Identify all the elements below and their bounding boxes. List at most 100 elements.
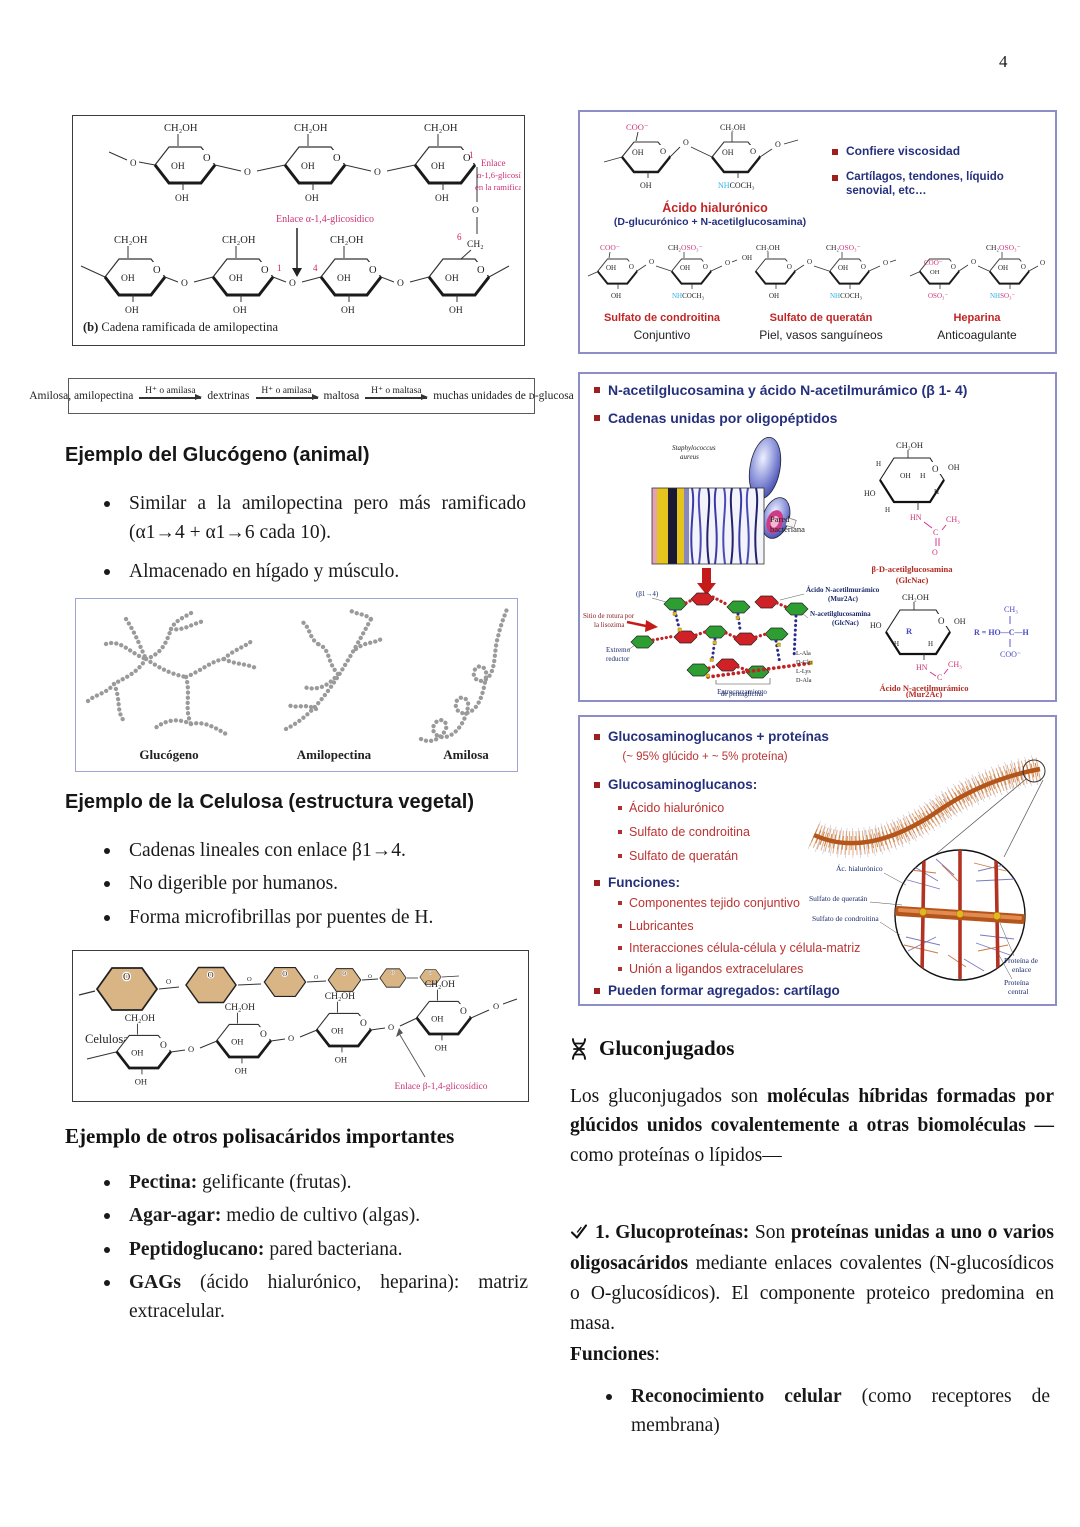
arrow-right-icon	[255, 392, 319, 402]
amylopectin-structure-drawing: CH₂OH O OH OH O OH OH	[80, 121, 538, 334]
slide-bullet: Cadenas unidas por oligopéptidos	[594, 410, 1034, 428]
square-bullet-icon	[832, 175, 838, 181]
svg-text:(Mur2Ac): (Mur2Ac)	[828, 595, 859, 603]
svg-text:CH₃: CH₃	[948, 660, 962, 669]
square-bullet-icon	[618, 806, 622, 810]
svg-text:4: 4	[313, 263, 318, 273]
cellulose-bullet-list: Cadenas lineales con enlace β1→4. No dig…	[96, 836, 526, 936]
svg-text:O: O	[775, 140, 781, 149]
svg-text:de pentaglicina: de pentaglicina	[721, 690, 764, 698]
function-list-item: Interacciones célula-célula y célula-mat…	[618, 941, 948, 956]
square-bullet-icon	[618, 854, 622, 858]
function-list-item: Componentes tejido conjuntivo	[618, 896, 938, 911]
mur2ac-mesh-label: Ácido N-acetilmurámico	[806, 586, 880, 594]
gluconjugados-paragraph: Los gluconjugados son moléculas híbridas…	[570, 1085, 1054, 1167]
svg-text:OH: OH	[611, 292, 621, 300]
svg-text:O: O	[288, 1033, 294, 1043]
svg-text:CH₂OH: CH₂OH	[756, 243, 780, 252]
square-bullet-icon	[618, 946, 622, 950]
svg-text:OH: OH	[680, 264, 690, 272]
figure-cellulose: O O O O O Celulosa O O	[72, 950, 529, 1102]
list-item: Pectina: gelificante (frutas).	[96, 1168, 528, 1197]
function-list-item: Lubricantes	[618, 919, 938, 934]
svg-text:COO⁻: COO⁻	[600, 243, 620, 252]
svg-text:C: C	[933, 528, 938, 537]
svg-text:OH: OH	[948, 463, 960, 472]
glycoproteins-paragraph: 1. Glucoproteínas: Son proteínas unidas …	[570, 1220, 1054, 1334]
svg-text:O: O	[244, 168, 251, 178]
structure-heparin: COO⁻ OH OSO₃⁻ O CH₂OSO₃⁻ OH NHSO₃⁻ O Hep…	[906, 240, 1048, 342]
svg-text:O: O	[932, 548, 938, 557]
svg-text:bacteriana: bacteriana	[770, 524, 805, 534]
svg-text:H: H	[876, 460, 881, 468]
hyaluronic-acid-formula: (D-glucurónico + N-acetilglucosamina)	[613, 216, 807, 228]
svg-text:NHCOCH₃: NHCOCH₃	[672, 292, 705, 300]
svg-text:L-Lys: L-Lys	[796, 668, 811, 675]
dna-icon	[572, 1037, 586, 1060]
svg-text:HO: HO	[864, 489, 876, 498]
svg-text:O: O	[374, 168, 381, 178]
svg-text:OH: OH	[769, 292, 779, 300]
square-bullet-icon	[594, 734, 600, 740]
svg-text:D-Glu: D-Glu	[796, 659, 812, 666]
label-amylopectin: Amilopectina	[297, 747, 372, 762]
beta-link-label: (β1→4)	[636, 590, 659, 598]
functions-list: Reconocimiento celular (como receptores …	[598, 1382, 1050, 1441]
pentaglycine-label: Entrecruzamiento	[717, 688, 767, 696]
svg-text:(GlcNac): (GlcNac)	[832, 619, 859, 627]
cell-wall-label: Pared	[770, 514, 790, 524]
svg-text:CH₃: CH₃	[1004, 605, 1018, 614]
svg-text:O: O	[938, 616, 945, 626]
mur2ac-caption: Ácido N-acetilmurámico	[880, 683, 969, 693]
svg-text:en la ramificación: en la ramificación	[475, 182, 521, 192]
reducing-end-label: Extremo	[606, 646, 631, 654]
list-item: GAGs (ácido hialurónico, heparina): matr…	[96, 1268, 528, 1327]
chains-drawing: Glucógeno Amilopectina Amilosa	[85, 606, 510, 762]
proteoglycan-aggregate-drawing: Ác. hialurónico Sulfato de queratán Sulf…	[808, 754, 1046, 996]
proteoglycan-ratio: (~ 95% glúcido + ~ 5% proteína)	[622, 751, 788, 763]
svg-text:COO⁻: COO⁻	[1000, 650, 1021, 659]
svg-text:O: O	[1040, 259, 1045, 267]
svg-text:HN: HN	[910, 513, 922, 522]
lysozyme-site-label: Sitio de rotura por	[583, 612, 635, 620]
hyaluronic-acid-name: Ácido hialurónico	[662, 201, 768, 215]
check-icon	[570, 1220, 588, 1250]
heading-glycogen: Ejemplo del Glucógeno (animal)	[65, 444, 370, 466]
svg-text:OH: OH	[954, 617, 966, 626]
svg-text:CH₂OSO₃⁻: CH₂OSO₃⁻	[986, 243, 1021, 252]
flow-maltose: maltosa	[323, 390, 360, 402]
glcnac-mesh-label: N-acetilglucosamina	[810, 610, 871, 618]
flow-dextrins: dextrinas	[207, 390, 250, 402]
svg-text:O: O	[472, 206, 479, 216]
svg-text:H: H	[894, 640, 899, 648]
svg-text:OH: OH	[632, 148, 644, 157]
svg-text:O: O	[932, 464, 939, 474]
svg-text:O: O	[314, 975, 319, 981]
square-bullet-icon	[618, 901, 622, 905]
list-item: Almacenado en hígado y músculo.	[96, 557, 526, 586]
svg-text:reductor: reductor	[606, 655, 630, 663]
label-amylose: Amilosa	[443, 747, 489, 762]
r-group-definition: R = HO—C—H	[974, 628, 1030, 637]
square-bullet-icon	[594, 880, 600, 886]
list-item: Cadenas lineales con enlace β1→4.	[96, 836, 526, 865]
square-bullet-icon	[594, 988, 600, 994]
svg-text:D-Ala: D-Ala	[796, 677, 812, 684]
heading-other-polysaccharides: Ejemplo de otros polisacáridos important…	[65, 1124, 455, 1148]
slide-bullet: Funciones:	[594, 875, 854, 892]
other-polysaccharides-list: Pectina: gelificante (frutas). Agar-agar…	[96, 1168, 528, 1330]
square-bullet-icon	[618, 967, 622, 971]
svg-text:O: O	[166, 978, 171, 986]
list-item: Forma microfibrillas por puentes de H.	[96, 903, 526, 932]
svg-text:OH: OH	[838, 264, 848, 272]
alpha-1-6-link-label: Enlace α-1,6-glicosídico en la ramificac…	[475, 158, 538, 192]
svg-text:Enlace: Enlace	[481, 158, 505, 168]
arrow-right-icon	[139, 392, 203, 402]
svg-text:O: O	[883, 259, 888, 267]
flow-enzyme-1: H⁺ o amilasa	[145, 386, 196, 397]
svg-text:6: 6	[457, 232, 462, 242]
list-item: Peptidoglucano: pared bacteriana.	[96, 1235, 528, 1264]
svg-text:OH: OH	[640, 181, 652, 190]
flow-enzyme-2: H⁺ o amilasa	[261, 386, 312, 397]
svg-text:OH: OH	[900, 471, 911, 480]
